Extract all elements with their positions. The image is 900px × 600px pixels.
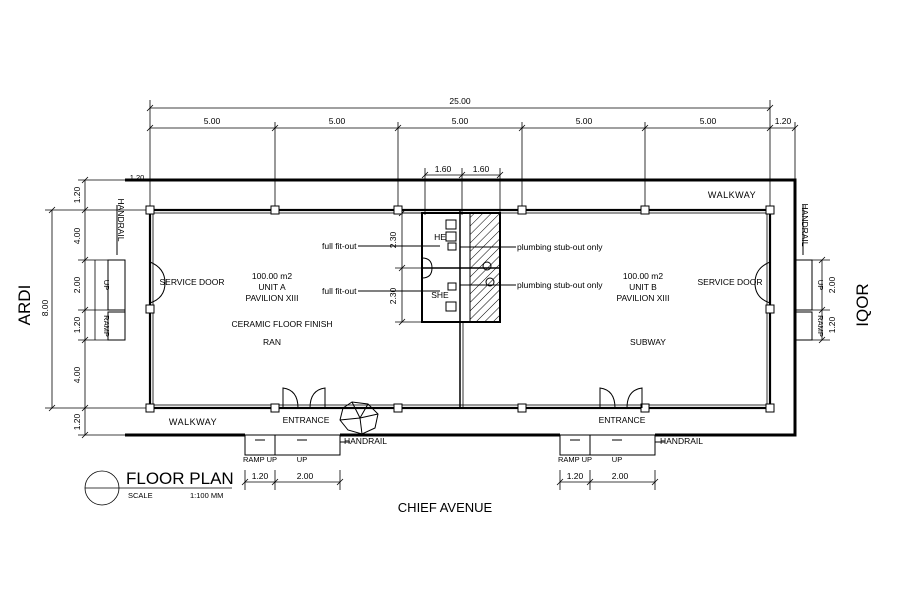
- title-floor-plan: FLOOR PLAN: [126, 469, 234, 488]
- dim-left-1-20-top: 1.20: [72, 186, 82, 203]
- dim-left-4-top: 4.00: [72, 227, 82, 244]
- toilet-he-label: HE: [434, 232, 446, 242]
- street-left: ARDI: [15, 285, 34, 326]
- dim-toilet-h1: 2.30: [388, 231, 398, 248]
- ramp-dimensions: [241, 470, 659, 490]
- plumbing-she: plumbing stub-out only: [517, 280, 603, 290]
- unit-a-tenant: RAN: [263, 337, 281, 347]
- service-door-a-label: SERVICE DOOR: [159, 277, 224, 287]
- fitout-he: full fit-out: [322, 241, 357, 251]
- dim-right-1-20: 1.20: [827, 316, 837, 333]
- street-bottom: CHIEF AVENUE: [398, 500, 493, 515]
- toilet-block: [421, 212, 501, 323]
- up-a: UP: [297, 455, 307, 464]
- dim-bay-1: 5.00: [204, 116, 221, 126]
- ramp-a: [244, 434, 350, 456]
- dim-left-2: 2.00: [72, 276, 82, 293]
- dim-toilet-w1: 1.60: [435, 164, 452, 174]
- left-side-steps: [107, 205, 126, 341]
- ramp-up-a: RAMP UP: [243, 455, 277, 464]
- dim-right-2: 2.00: [827, 276, 837, 293]
- handrail-b-label: HANDRAIL: [660, 436, 703, 446]
- dim-left-1-20-mid: 1.20: [72, 316, 82, 333]
- handrail-right: HANDRAIL: [800, 204, 810, 247]
- dim-bay-5: 5.00: [700, 116, 717, 126]
- left-up-label: UP: [102, 280, 111, 290]
- dim-left-8: 8.00: [40, 299, 50, 316]
- ramp-up-b: RAMP UP: [558, 455, 592, 464]
- dim-left-1-20-bottom: 1.20: [72, 413, 82, 430]
- right-side-steps: [794, 205, 813, 341]
- walkway-top: WALKWAY: [708, 190, 756, 200]
- left-ramp-label: RAMP: [102, 315, 111, 337]
- toilet-she-label: SHE: [431, 290, 449, 300]
- plumbing-he: plumbing stub-out only: [517, 242, 603, 252]
- tree-symbol: [339, 401, 379, 435]
- unit-b-name: UNIT B: [629, 282, 657, 292]
- dim-bay-3: 5.00: [452, 116, 469, 126]
- unit-b-pavilion: PAVILION XIII: [616, 293, 669, 303]
- dim-top-left-overhang: 1.20: [130, 173, 145, 182]
- structural-columns: [145, 205, 775, 413]
- title-block: [84, 470, 232, 506]
- dim-ramp-a-1-20: 1.20: [252, 471, 269, 481]
- unit-b-area: 100.00 m2: [623, 271, 663, 281]
- dim-ramp-b-2: 2.00: [612, 471, 629, 481]
- ramp-b: [559, 434, 665, 456]
- ceramic-floor-label: CERAMIC FLOOR FINISH: [231, 319, 332, 329]
- entrance-door-a: [282, 387, 326, 409]
- service-door-right: [754, 261, 771, 304]
- handrail-a-label: HANDRAIL: [344, 436, 387, 446]
- walkway-bottom: WALKWAY: [169, 417, 217, 427]
- dim-ramp-b-1-20: 1.20: [567, 471, 584, 481]
- top-dimensions: [146, 100, 799, 210]
- unit-a-area: 100.00 m2: [252, 271, 292, 281]
- entrance-a-label: ENTRANCE: [283, 415, 330, 425]
- title-scale-value: 1:100 MM: [190, 491, 223, 500]
- up-b: UP: [612, 455, 622, 464]
- dim-left-4-bottom: 4.00: [72, 366, 82, 383]
- street-right: IQOR: [853, 283, 872, 326]
- service-door-left: [149, 261, 166, 304]
- dim-total: 25.00: [449, 96, 471, 106]
- unit-a-name: UNIT A: [258, 282, 286, 292]
- dim-ramp-a-2: 2.00: [297, 471, 314, 481]
- unit-b-tenant: SUBWAY: [630, 337, 666, 347]
- dim-bay-4: 5.00: [576, 116, 593, 126]
- fitout-she: full fit-out: [322, 286, 357, 296]
- dim-toilet-w2: 1.60: [473, 164, 490, 174]
- right-ramp-label: RAMP: [816, 315, 825, 337]
- unit-a-pavilion: PAVILION XIII: [245, 293, 298, 303]
- fitout-leaders: [358, 245, 516, 292]
- dim-bay-2: 5.00: [329, 116, 346, 126]
- dim-right-overhang: 1.20: [775, 116, 792, 126]
- right-up-label: UP: [816, 280, 825, 290]
- dim-toilet-h2: 2.30: [388, 287, 398, 304]
- handrail-left: HANDRAIL: [116, 199, 126, 242]
- left-dimensions: [45, 176, 150, 439]
- entrance-door-b: [599, 387, 643, 409]
- entrance-b-label: ENTRANCE: [599, 415, 646, 425]
- title-scale-label: SCALE: [128, 491, 153, 500]
- service-door-b-label: SERVICE DOOR: [697, 277, 762, 287]
